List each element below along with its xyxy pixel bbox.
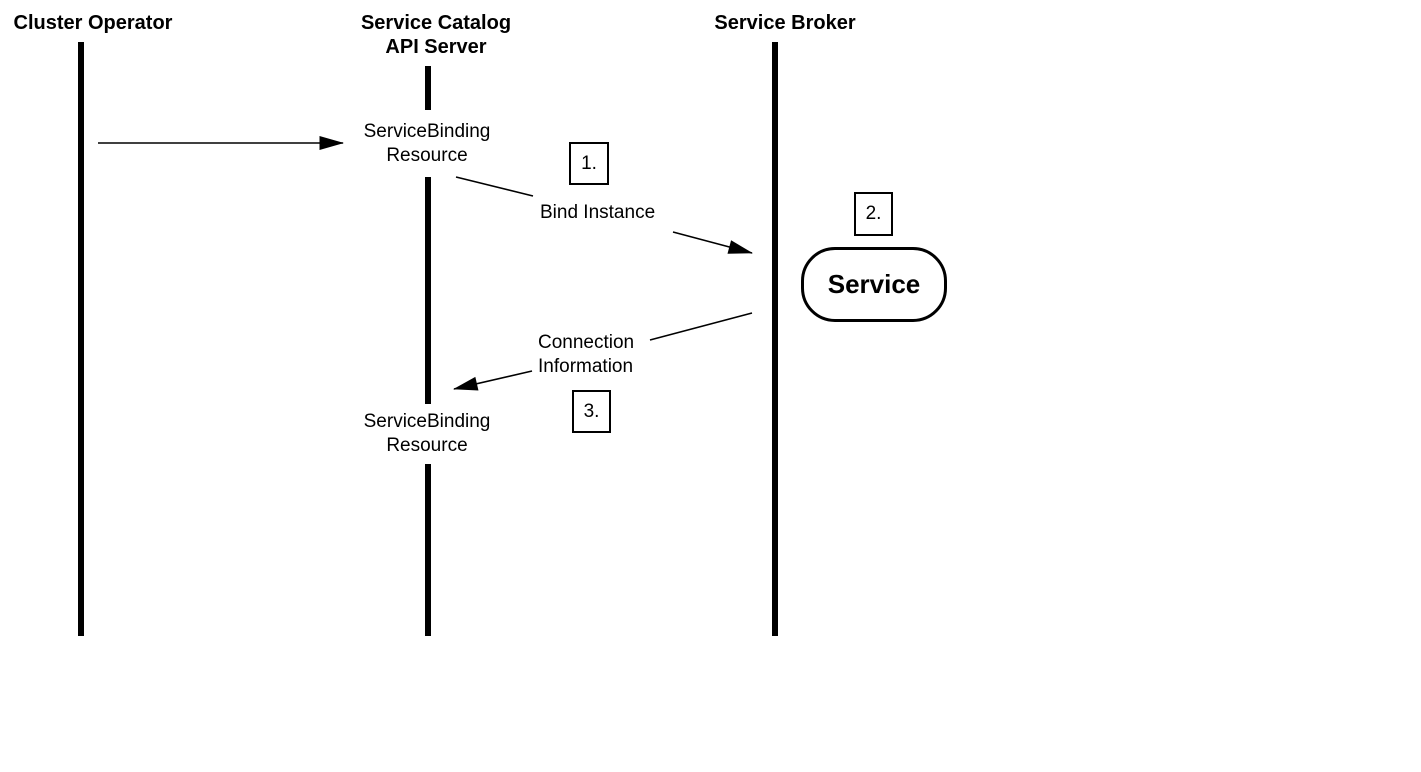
label-line: Resource <box>386 145 468 166</box>
step-box-2: 2. <box>854 192 893 236</box>
label-line: Resource <box>386 435 468 456</box>
label-line: Bind Instance <box>540 202 656 223</box>
label-line: ServiceBinding <box>363 121 491 142</box>
arrow-connection-information <box>453 370 533 391</box>
label-servicebinding-resource-bottom: ServiceBinding Resource <box>364 410 491 458</box>
actor-header-service-broker: Service Broker <box>714 11 855 35</box>
step-number: 3. <box>583 400 600 422</box>
label-line: ServiceBinding <box>363 411 491 432</box>
step-number: 2. <box>865 203 882 224</box>
leader-line-servicebinding-to-bind-instance <box>455 176 534 197</box>
actor-header-cluster-operator: Cluster Operator <box>14 11 173 35</box>
label-line: Information <box>538 356 634 377</box>
actor-header-line: Service Catalog <box>360 12 512 34</box>
actor-header-line: API Server <box>385 36 487 58</box>
label-connection-information: Connection Information <box>538 331 634 379</box>
step-box-1: 1. <box>569 142 609 185</box>
arrow-bind-instance <box>672 231 753 254</box>
service-node: Service <box>801 247 947 322</box>
service-node-label: Service <box>827 269 921 299</box>
actor-header-line: Cluster Operator <box>13 12 173 34</box>
actor-header-line: Service Broker <box>714 12 856 34</box>
step-box-3: 3. <box>572 390 611 433</box>
step-number: 1. <box>581 152 597 174</box>
label-bind-instance: Bind Instance <box>540 201 655 225</box>
leader-line-broker-to-connection-information <box>649 312 753 341</box>
label-line: Connection <box>538 332 635 353</box>
actor-header-service-catalog-api-server: Service Catalog API Server <box>361 11 511 59</box>
label-servicebinding-resource-top: ServiceBinding Resource <box>364 120 491 168</box>
